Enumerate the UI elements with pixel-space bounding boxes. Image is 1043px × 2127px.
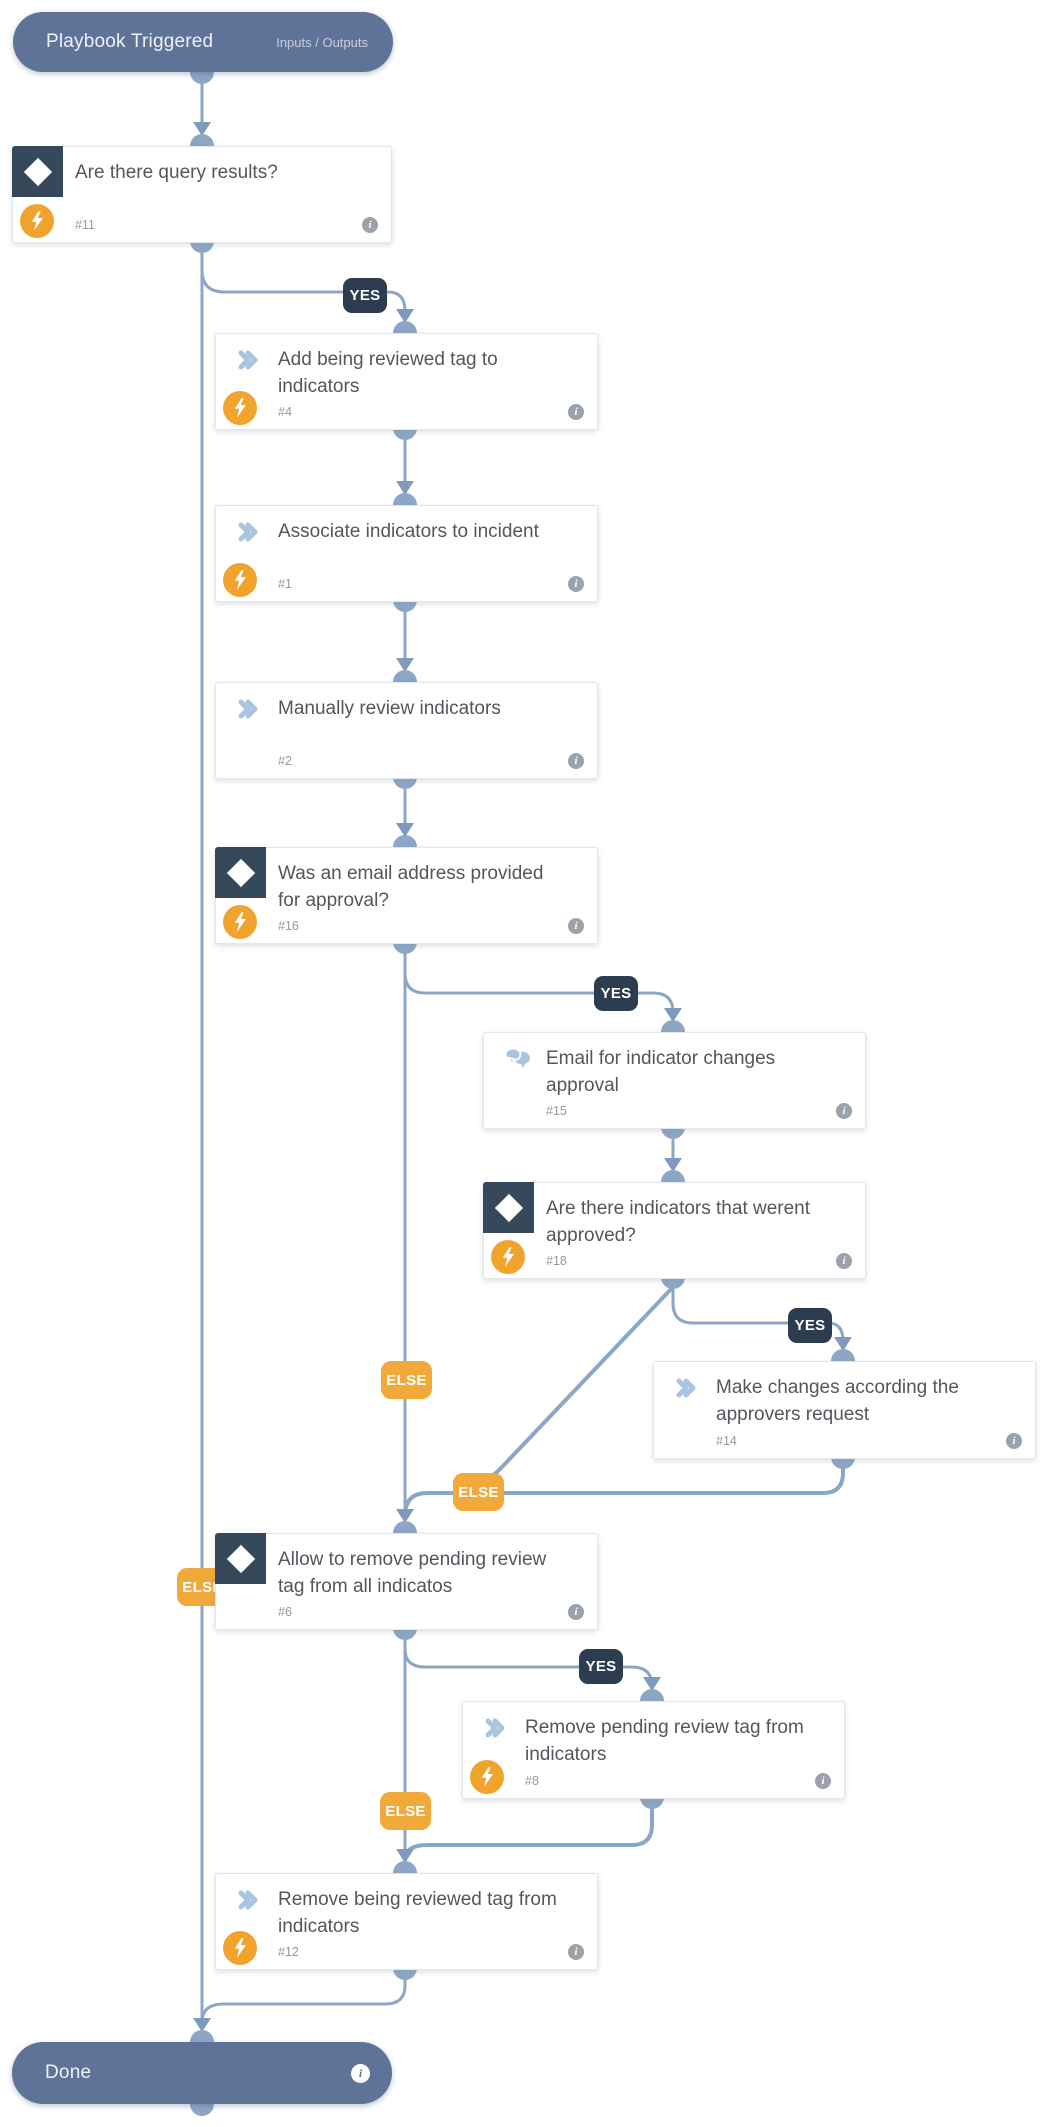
node-title: Remove being reviewed tag from indicator… xyxy=(278,1889,557,1937)
condition-icon xyxy=(12,146,63,197)
start-node-title: Playbook Triggered xyxy=(46,31,214,52)
inputs-outputs-link[interactable]: Inputs / Outputs xyxy=(276,34,368,50)
task-chevron-icon xyxy=(237,349,259,376)
info-icon[interactable]: i xyxy=(568,576,584,592)
node-title: Email for indicator changes approval xyxy=(546,1048,776,1096)
start-node[interactable]: Playbook Triggered Inputs / Outputs xyxy=(13,12,393,72)
node-id: #1 xyxy=(278,577,292,591)
task-chevron-icon xyxy=(237,1889,259,1916)
node-card-6[interactable]: Allow to remove pending review tag from … xyxy=(215,1533,598,1630)
node-title: Are there indicators that werent approve… xyxy=(546,1198,811,1246)
node-id: #18 xyxy=(546,1254,567,1268)
node-title: Was an email address provided for approv… xyxy=(278,863,544,911)
condition-icon xyxy=(215,847,266,898)
info-icon[interactable]: i xyxy=(568,1944,584,1960)
info-icon[interactable]: i xyxy=(568,1604,584,1620)
info-icon[interactable]: i xyxy=(568,753,584,769)
node-title: Associate indicators to incident xyxy=(278,521,539,542)
automation-lightning-icon xyxy=(20,204,54,238)
task-chevron-icon xyxy=(675,1377,697,1404)
node-id: #16 xyxy=(278,919,299,933)
automation-lightning-icon xyxy=(223,391,257,425)
node-id: #2 xyxy=(278,754,292,768)
node-card-1[interactable]: Associate indicators to incident #1 i xyxy=(215,505,598,602)
node-card-16[interactable]: Was an email address provided for approv… xyxy=(215,847,598,944)
branch-label-else: ELSE xyxy=(453,1473,504,1511)
condition-icon xyxy=(483,1182,534,1233)
node-card-14[interactable]: Make changes according the approvers req… xyxy=(653,1361,1036,1459)
info-icon[interactable]: i xyxy=(568,404,584,420)
branch-label-yes: YES xyxy=(594,976,638,1011)
node-title: Manually review indicators xyxy=(278,698,501,719)
node-card-15[interactable]: Email for indicator changes approval #15… xyxy=(483,1032,866,1129)
diamond-glyph xyxy=(226,858,255,887)
info-icon[interactable]: i xyxy=(362,217,378,233)
automation-lightning-icon xyxy=(223,563,257,597)
branch-label-else: ELSE xyxy=(380,1792,431,1830)
node-title: Remove pending review tag from indicator… xyxy=(525,1717,804,1765)
info-icon[interactable]: i xyxy=(836,1253,852,1269)
node-card-2[interactable]: Manually review indicators #2 i xyxy=(215,682,598,779)
node-id: #8 xyxy=(525,1774,539,1788)
task-chevron-icon xyxy=(237,698,259,725)
condition-icon xyxy=(215,1533,266,1584)
node-id: #14 xyxy=(716,1434,737,1448)
node-id: #6 xyxy=(278,1605,292,1619)
node-id: #12 xyxy=(278,1945,299,1959)
node-title: Are there query results? xyxy=(75,162,278,183)
branch-label-yes: YES xyxy=(579,1649,623,1684)
end-node-title: Done xyxy=(45,2062,92,2083)
node-card-12[interactable]: Remove being reviewed tag from indicator… xyxy=(215,1873,598,1970)
node-id: #15 xyxy=(546,1104,567,1118)
branch-label-yes: YES xyxy=(343,278,387,313)
info-icon[interactable]: i xyxy=(568,918,584,934)
node-card-11[interactable]: Are there query results? #11 i xyxy=(12,146,392,243)
automation-lightning-icon xyxy=(491,1240,525,1274)
node-card-4[interactable]: Add being reviewed tag to indicators #4 … xyxy=(215,333,598,430)
automation-lightning-icon xyxy=(223,905,257,939)
node-title: Add being reviewed tag to indicators xyxy=(278,349,498,397)
branch-label-yes: YES xyxy=(788,1308,832,1343)
task-chevron-icon xyxy=(484,1717,506,1744)
node-title: Allow to remove pending review tag from … xyxy=(278,1549,547,1597)
automation-lightning-icon xyxy=(470,1760,504,1794)
info-icon[interactable]: i xyxy=(351,2063,370,2083)
diamond-glyph xyxy=(494,1193,523,1222)
node-id: #11 xyxy=(75,218,95,232)
node-card-8[interactable]: Remove pending review tag from indicator… xyxy=(462,1701,845,1799)
node-title: Make changes according the approvers req… xyxy=(716,1377,959,1425)
end-node[interactable]: Done i xyxy=(12,2042,392,2104)
node-id: #4 xyxy=(278,405,292,419)
diamond-glyph xyxy=(23,157,52,186)
task-chevron-icon xyxy=(237,521,259,548)
chat-bubbles-icon xyxy=(504,1047,531,1075)
info-icon[interactable]: i xyxy=(836,1103,852,1119)
info-icon[interactable]: i xyxy=(1006,1433,1022,1449)
info-icon[interactable]: i xyxy=(815,1773,831,1789)
branch-label-else: ELSE xyxy=(381,1361,432,1399)
diamond-glyph xyxy=(226,1544,255,1573)
node-card-18[interactable]: Are there indicators that werent approve… xyxy=(483,1182,866,1279)
automation-lightning-icon xyxy=(223,1931,257,1965)
